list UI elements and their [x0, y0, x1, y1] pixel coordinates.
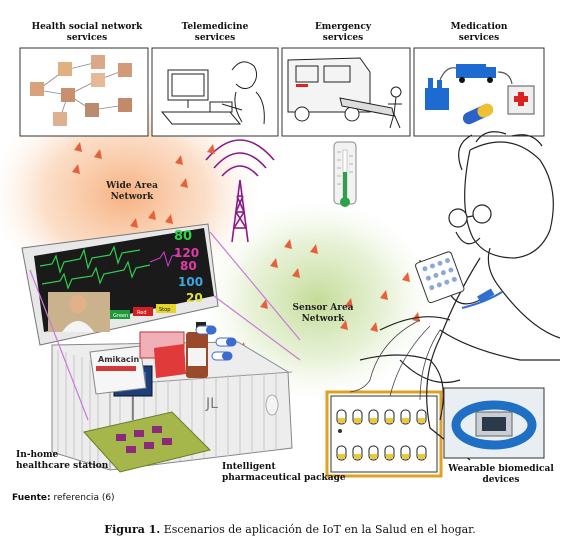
in-home-station-label: In-home healthcare station	[16, 450, 109, 471]
wearable-device-panel	[443, 387, 545, 459]
medication-panel	[413, 47, 545, 137]
service-title-emergency: Emergency services	[314, 22, 372, 43]
monitor-reading-1: 80	[174, 229, 192, 244]
source-note: Fuente: referencia (6)	[12, 493, 115, 503]
monitor-reading-4: 100	[178, 275, 203, 289]
monitor-button-green: Green	[113, 313, 128, 319]
pharma-package-label: Intelligent pharmaceutical package	[222, 462, 346, 483]
telemedicine-panel	[151, 47, 279, 137]
service-title-telemedicine: Telemedicine services	[181, 22, 249, 43]
monitor-reading-3: 80	[180, 259, 197, 273]
emergency-panel	[281, 47, 411, 137]
sensor-area-glow	[203, 200, 433, 400]
svg-text:JL: JL	[205, 396, 218, 412]
figure-label: Figura 1.	[104, 523, 161, 536]
service-title-medication: Medication services	[450, 22, 508, 43]
pharmaceutical-package	[325, 390, 443, 478]
medication-items	[89, 322, 237, 395]
service-title-social: Health social network services	[31, 22, 143, 43]
monitor-button-red: Red	[137, 310, 147, 316]
source-label: Fuente:	[12, 493, 51, 503]
monitor-button-stop: Stop	[159, 307, 170, 313]
wide-area-network-label: Wide Area Network	[106, 181, 158, 202]
social-network-panel	[19, 47, 149, 137]
handheld-blister	[415, 251, 465, 304]
monitor-reading-5: 20	[186, 291, 203, 305]
figure-text: Escenarios de aplicación de IoT en la Sa…	[163, 523, 476, 536]
sensor-area-network-label: Sensor Area Network	[292, 303, 354, 324]
figure-caption: Figura 1. Escenarios de aplicación de Io…	[0, 523, 580, 536]
vital-signs-monitor	[34, 228, 214, 332]
drug-box-label: Amikacin	[98, 355, 139, 364]
source-text: referencia (6)	[53, 493, 115, 503]
monitor-reading-2: 120	[174, 246, 199, 260]
thermometer-icon	[333, 141, 357, 207]
wearable-devices-label: Wearable biomedical devices	[448, 464, 554, 485]
scenario-illustration: JL 80 120 80 100 20 Green Red Stop	[0, 47, 561, 478]
wrist-sensor	[461, 288, 503, 309]
